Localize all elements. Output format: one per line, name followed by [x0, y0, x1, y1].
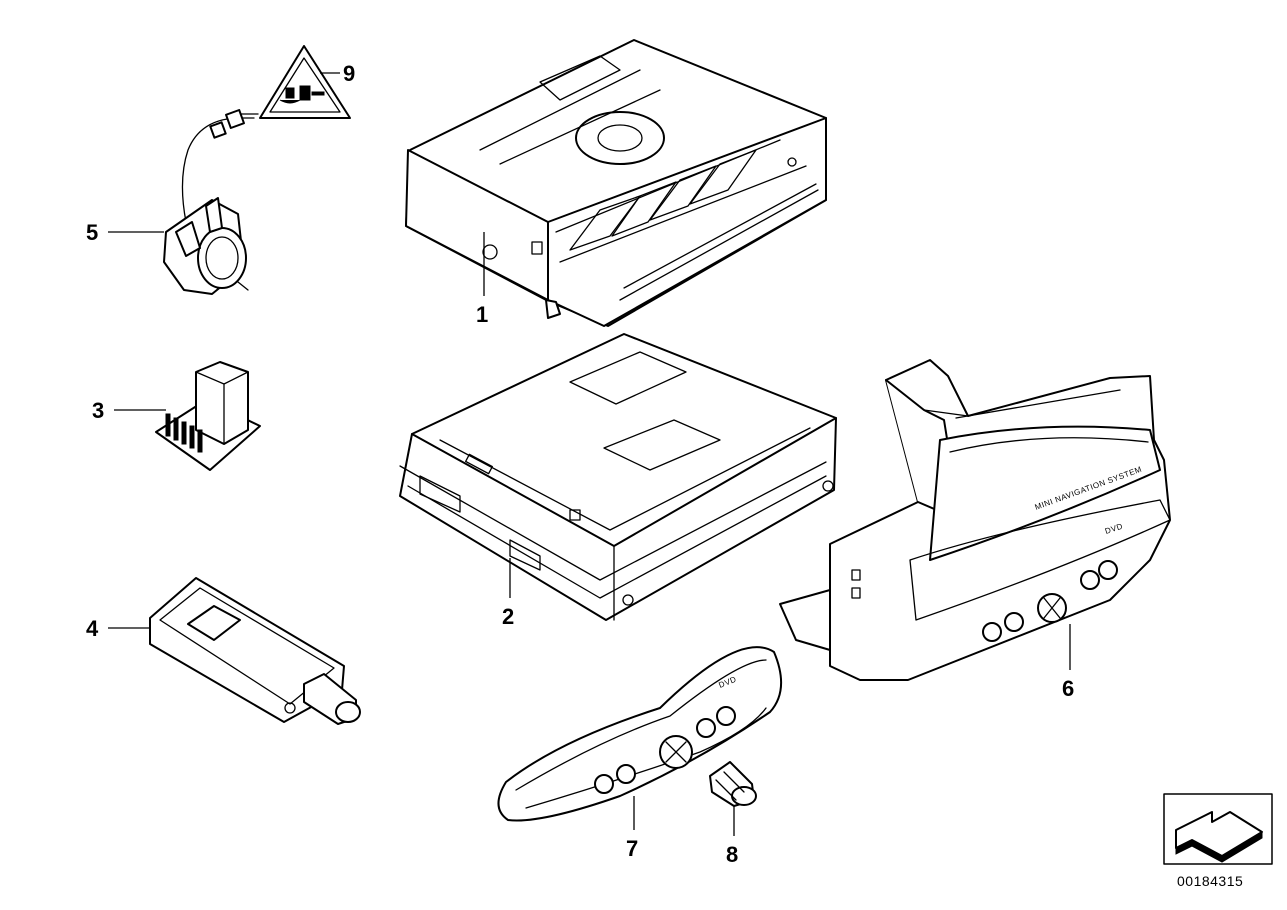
callout-5: 5 [86, 220, 98, 245]
callout-6: 6 [1062, 676, 1074, 701]
reference-number: 00184315 [1177, 873, 1243, 889]
callout-9: 9 [343, 61, 355, 86]
callout-2: 2 [502, 604, 514, 629]
callout-8: 8 [726, 842, 738, 867]
part-3-relay [155, 361, 261, 471]
warning-triangle-icon [259, 45, 351, 119]
part-2-navigation-computer [399, 333, 837, 621]
part-7-dvd-control-panel [497, 646, 783, 822]
part-4-control-module [149, 577, 361, 725]
callout-3: 3 [92, 398, 104, 423]
part-8-knob [709, 761, 757, 807]
part-5-sensor [163, 109, 259, 295]
view-direction-arrow-icon [1163, 793, 1273, 865]
callout-1: 1 [476, 302, 488, 327]
part-1-drive-mechanism [405, 39, 827, 327]
callout-4: 4 [86, 616, 99, 641]
callout-7: 7 [626, 836, 638, 861]
part-6-navigation-unit [779, 359, 1171, 681]
